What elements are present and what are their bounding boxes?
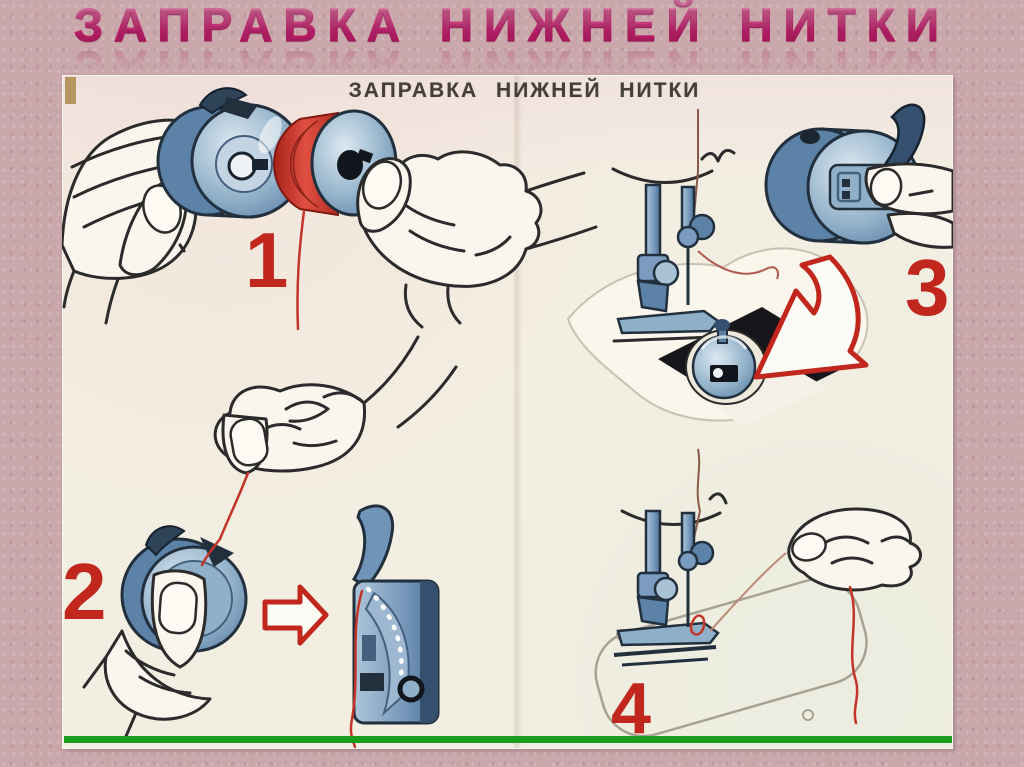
- held-bobbin-case-step3: [764, 103, 953, 249]
- bobbin-case-side-view-step2: [349, 504, 440, 749]
- paper-corner-mark: [65, 77, 76, 104]
- instruction-sheet: ЗАПРАВКА НИЖНЕЙ НИТКИ: [62, 75, 953, 749]
- step-4-illustration: 4: [594, 448, 922, 749]
- right-arrow-step2: [262, 584, 329, 646]
- step-2-illustration: 2: [62, 335, 458, 749]
- bobbin-case-in-opening-step3: [685, 319, 767, 405]
- needle-plate-outline-step4: [594, 577, 868, 738]
- right-hand-step1: [356, 150, 598, 329]
- step-4-number: 4: [611, 669, 651, 749]
- pulled-thread-step4: [709, 552, 787, 632]
- step-3-illustration: 3: [566, 103, 953, 427]
- step-1-number: 1: [245, 216, 288, 304]
- step-1-illustration: 1: [62, 87, 598, 331]
- curved-arrow-step3: [753, 254, 869, 380]
- step-2-number: 2: [62, 547, 107, 636]
- step-3-number: 3: [905, 243, 950, 332]
- diagram-title: ЗАПРАВКА НИЖНЕЙ НИТКИ: [348, 79, 701, 102]
- slide-title: ЗАПРАВКА НИЖНЕЙ НИТКИ: [0, 0, 1024, 51]
- needle-area-step4: [594, 448, 868, 738]
- instruction-illustration: 1: [62, 77, 953, 749]
- pulling-hand-step2: [213, 335, 458, 541]
- pulling-hand-step4: [787, 507, 922, 725]
- bobbin-case-step2: [82, 525, 248, 743]
- slide-title-block: ЗАПРАВКА НИЖНЕЙ НИТКИ ЗАПРАВКА НИЖНЕЙ НИ…: [0, 0, 1024, 95]
- bottom-green-line: [64, 736, 952, 743]
